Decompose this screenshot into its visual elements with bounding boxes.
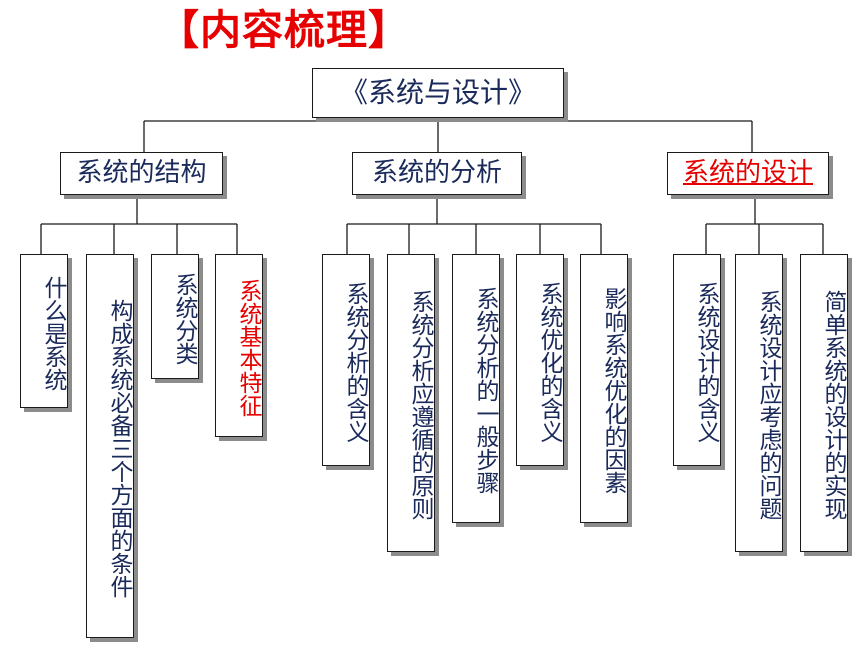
leaf-system-conditions: 构成系统必备三个方面的条件: [86, 254, 134, 638]
category-structure: 系统的结构: [60, 152, 223, 195]
leaf-system-features: 系统基本特征: [215, 254, 263, 437]
root-node: 《系统与设计》: [312, 68, 564, 118]
leaf-system-classification: 系统分类: [151, 254, 199, 379]
leaf-analysis-principles: 系统分析应遵循的原则: [387, 254, 435, 552]
leaf-optimization-meaning: 系统优化的含义: [516, 254, 564, 466]
leaf-optimization-factors: 影响系统优化的因素: [580, 254, 628, 523]
leaf-what-is-system: 什么是系统: [20, 254, 68, 408]
leaf-design-meaning: 系统设计的含义: [673, 254, 721, 466]
leaf-design-considerations: 系统设计应考虑的问题: [735, 254, 783, 552]
leaf-analysis-steps: 系统分析的一般步骤: [452, 254, 500, 523]
category-design: 系统的设计: [667, 152, 829, 195]
leaf-analysis-meaning: 系统分析的含义: [322, 254, 370, 466]
page-title: 【内容梳理】: [158, 6, 410, 54]
leaf-simple-design-implementation: 简单系统的设计的实现: [800, 254, 848, 552]
category-analysis: 系统的分析: [352, 152, 522, 195]
